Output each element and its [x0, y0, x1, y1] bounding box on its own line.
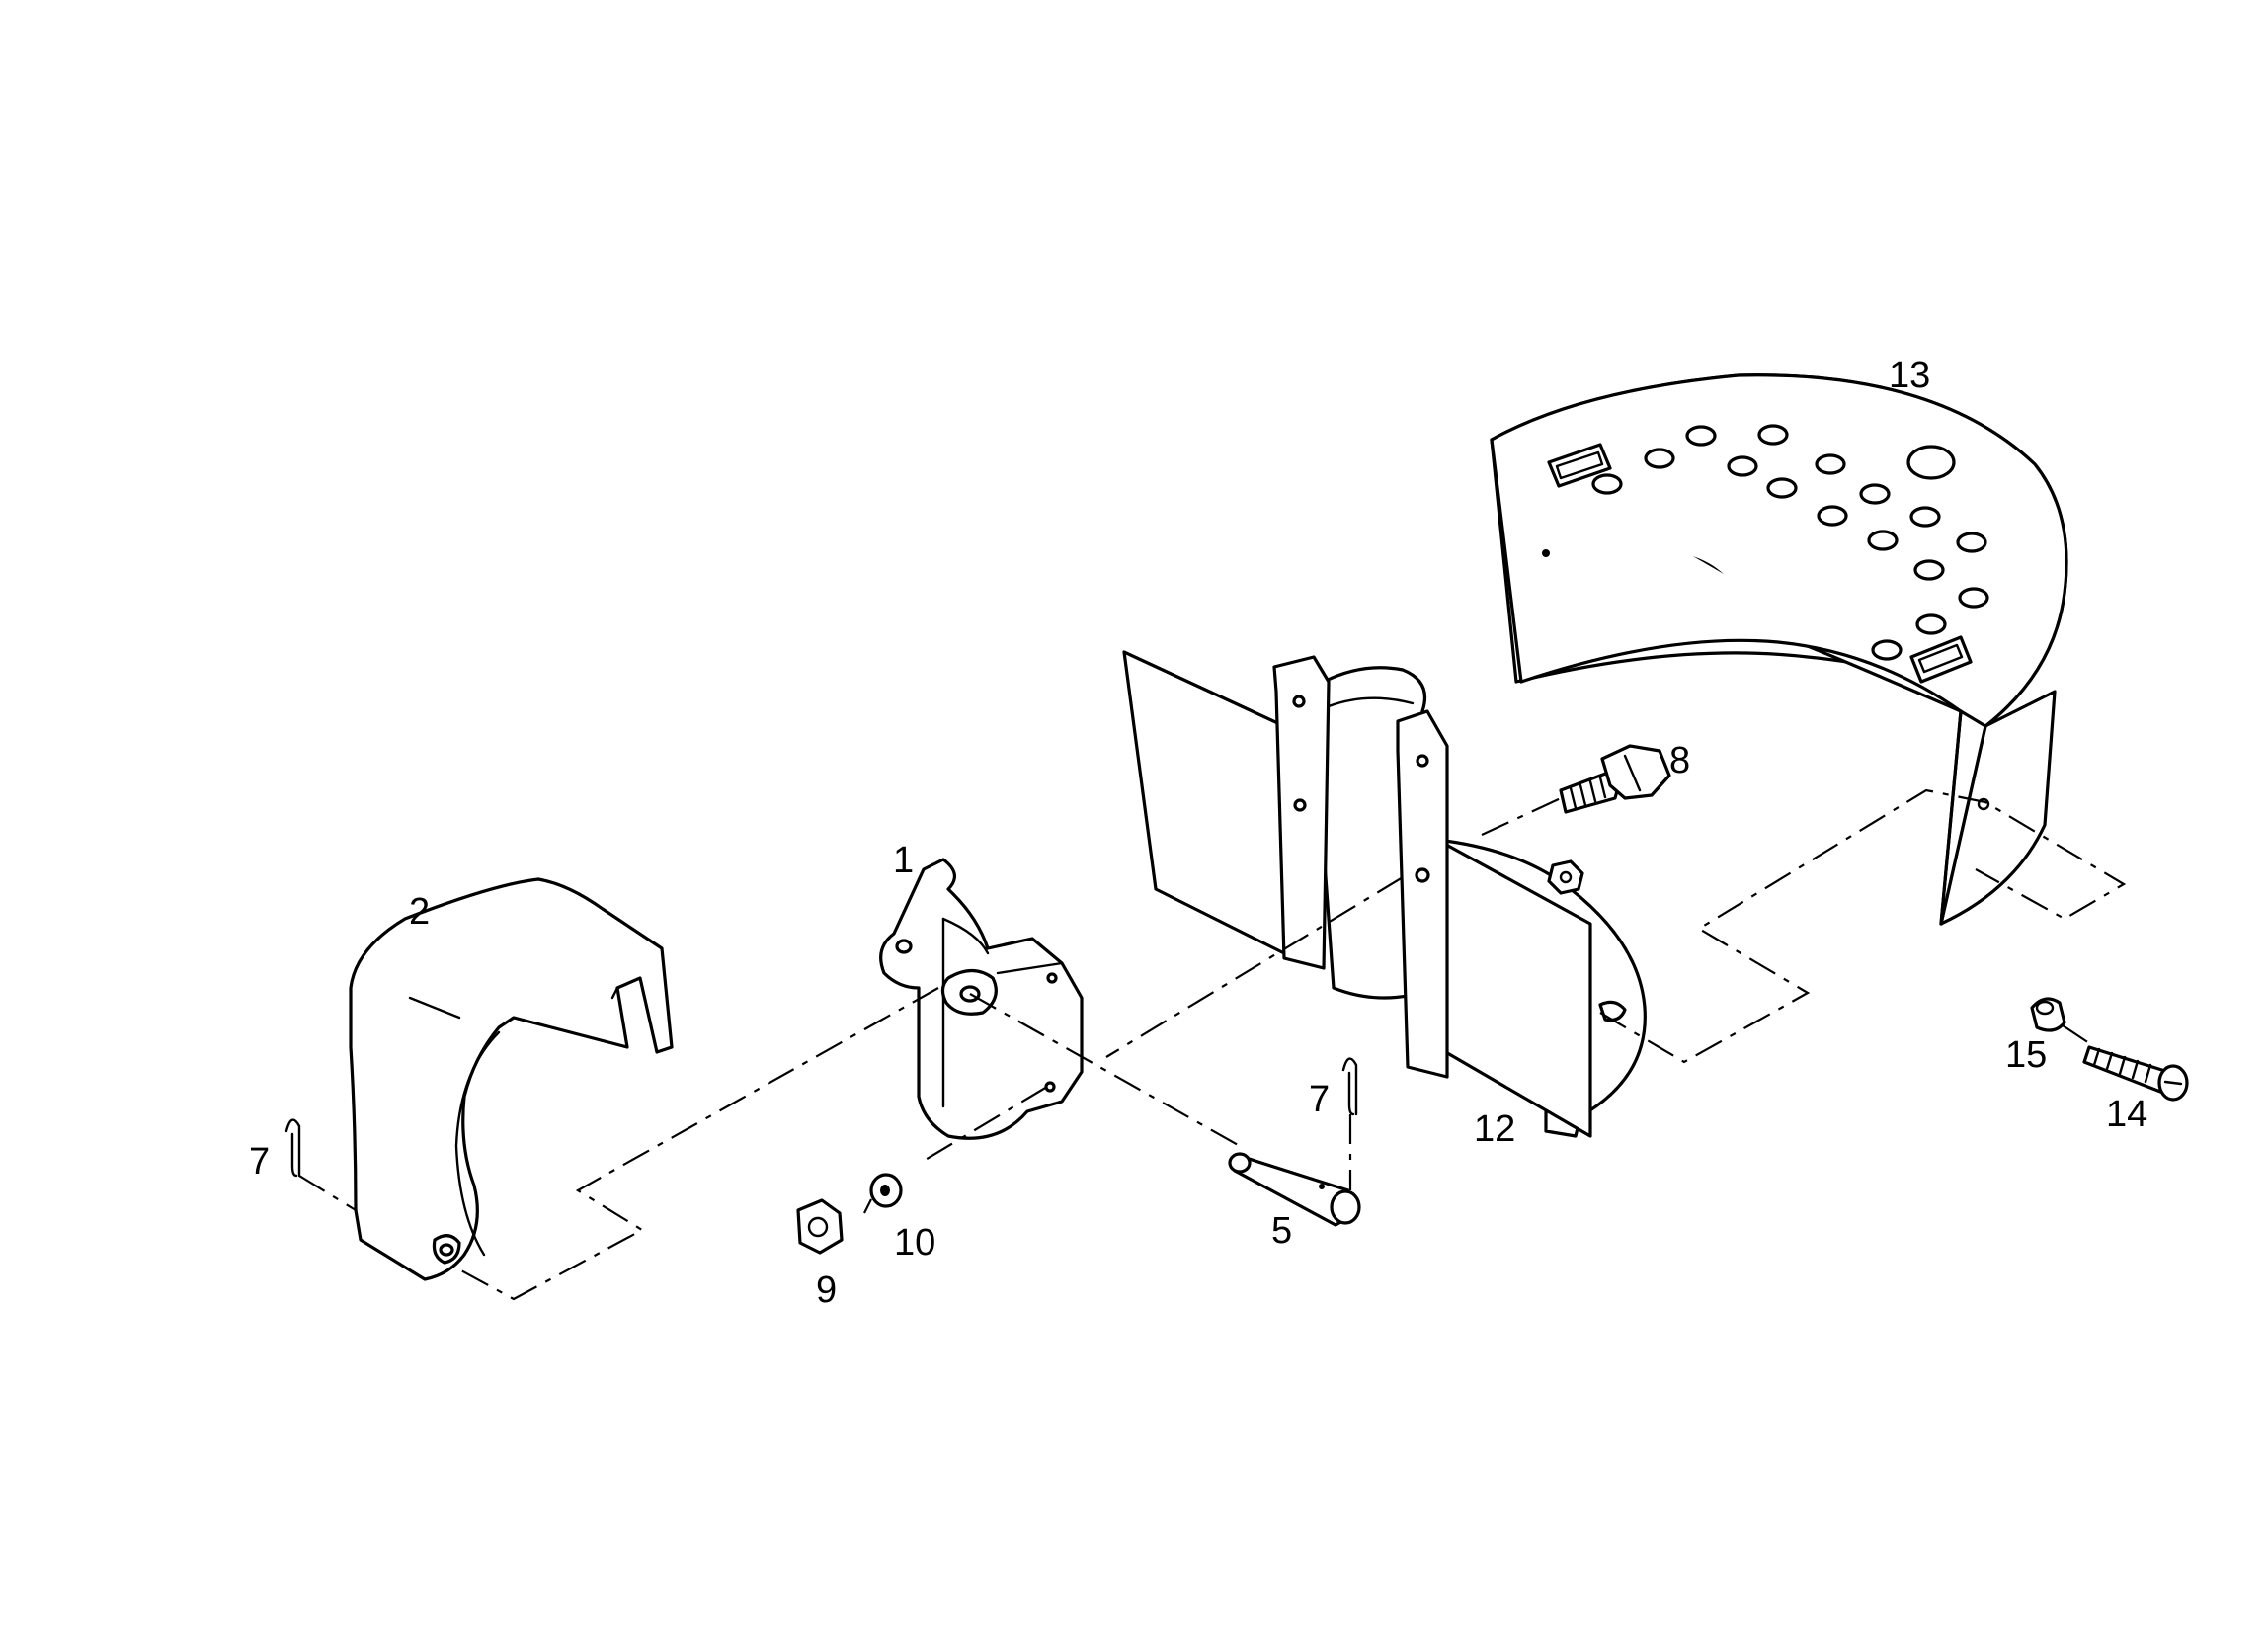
callouts: 1 2 5 7 7 8 9 10 12 13 14 15 [249, 355, 2147, 1311]
part-14-screw [2082, 1045, 2189, 1102]
callout-15: 15 [2005, 1034, 2047, 1076]
callout-7b: 7 [1309, 1079, 1330, 1120]
part-8-bolt [1559, 744, 1671, 814]
part-7-cotter-pin [1341, 1057, 1358, 1116]
part-7-cotter-pin [284, 1118, 301, 1178]
assembly-lines [298, 788, 2127, 1301]
shield-slot [1547, 443, 1612, 488]
part-12-bracket [1122, 650, 1647, 1138]
callout-8: 8 [1669, 740, 1690, 781]
part-2-cover [349, 877, 674, 1281]
part-13-shield [1490, 373, 2068, 926]
part-1-clamp [879, 858, 1084, 1140]
shield-holes [1591, 424, 1989, 661]
callout-1: 1 [893, 840, 914, 881]
callout-9: 9 [816, 1269, 837, 1311]
callout-13: 13 [1889, 355, 1930, 396]
callout-10: 10 [894, 1222, 935, 1264]
callout-5: 5 [1271, 1210, 1292, 1252]
part-10-washer [869, 1173, 903, 1208]
callout-14: 14 [2106, 1094, 2147, 1135]
shield-slot [1909, 635, 1973, 684]
part-9-nut [796, 1198, 844, 1255]
part-5-pin [1228, 1152, 1361, 1227]
callout-7a: 7 [249, 1141, 270, 1183]
part-15-spacer [2030, 997, 2066, 1032]
callout-12: 12 [1474, 1108, 1515, 1150]
callout-2: 2 [409, 891, 430, 933]
